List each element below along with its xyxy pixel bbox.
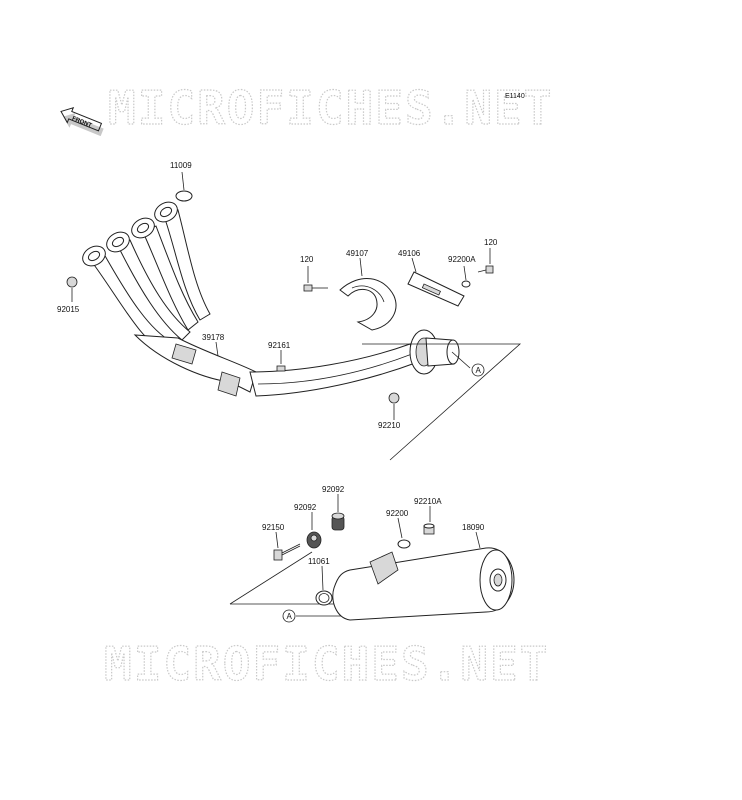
part-label-92200A: 92200A (448, 255, 476, 264)
washer-icon (461, 280, 471, 288)
part-label-120b: 120 (484, 238, 498, 247)
bolt-icon (273, 543, 301, 561)
diagram-code: E1140 (505, 93, 525, 100)
ref-marker-lower (282, 609, 296, 623)
damper-icon (276, 365, 286, 372)
part-label-49106: 49106 (398, 249, 421, 258)
part-label-92092b: 92092 (322, 485, 345, 494)
muffler-icon (332, 547, 515, 621)
rubber-damper-icon (306, 531, 322, 549)
part-label-92150: 92150 (262, 523, 285, 532)
part-label-92161: 92161 (268, 341, 291, 350)
watermark-top: MICROFICHES.NET (108, 81, 553, 135)
part-label-120a: 120 (300, 255, 314, 264)
rubber-damper-icon (331, 512, 345, 531)
exhaust-header-pipes (91, 209, 460, 397)
nut-icon (388, 392, 400, 404)
ref-marker-upper-label: A (476, 366, 482, 375)
part-label-11061: 11061 (308, 557, 330, 566)
part-label-92015: 92015 (57, 305, 80, 314)
part-label-39178: 39178 (202, 333, 225, 342)
bolt-icon (477, 265, 494, 274)
part-label-92210A: 92210A (414, 497, 442, 506)
gasket-ring-icon (315, 590, 333, 606)
ref-marker-upper (471, 363, 485, 377)
front-arrow-icon: FRONT (60, 106, 104, 137)
watermark-bottom: MICROFICHES.NET (104, 637, 549, 691)
nut-icon (66, 276, 78, 288)
heat-shield-icon (339, 278, 397, 331)
part-label-18090: 18090 (462, 523, 485, 532)
washer-icon (397, 539, 411, 549)
ref-marker-lower-label: A (287, 612, 293, 621)
part-label-92200: 92200 (386, 509, 409, 518)
part-label-92092a: 92092 (294, 503, 317, 512)
bolt-icon (303, 284, 328, 292)
part-label-49107: 49107 (346, 249, 369, 258)
part-label-11009: 11009 (170, 161, 192, 170)
gasket-ring-icon (175, 190, 193, 202)
header-flanges (82, 201, 178, 267)
part-label-92210: 92210 (378, 421, 401, 430)
nut-icon (423, 523, 435, 535)
